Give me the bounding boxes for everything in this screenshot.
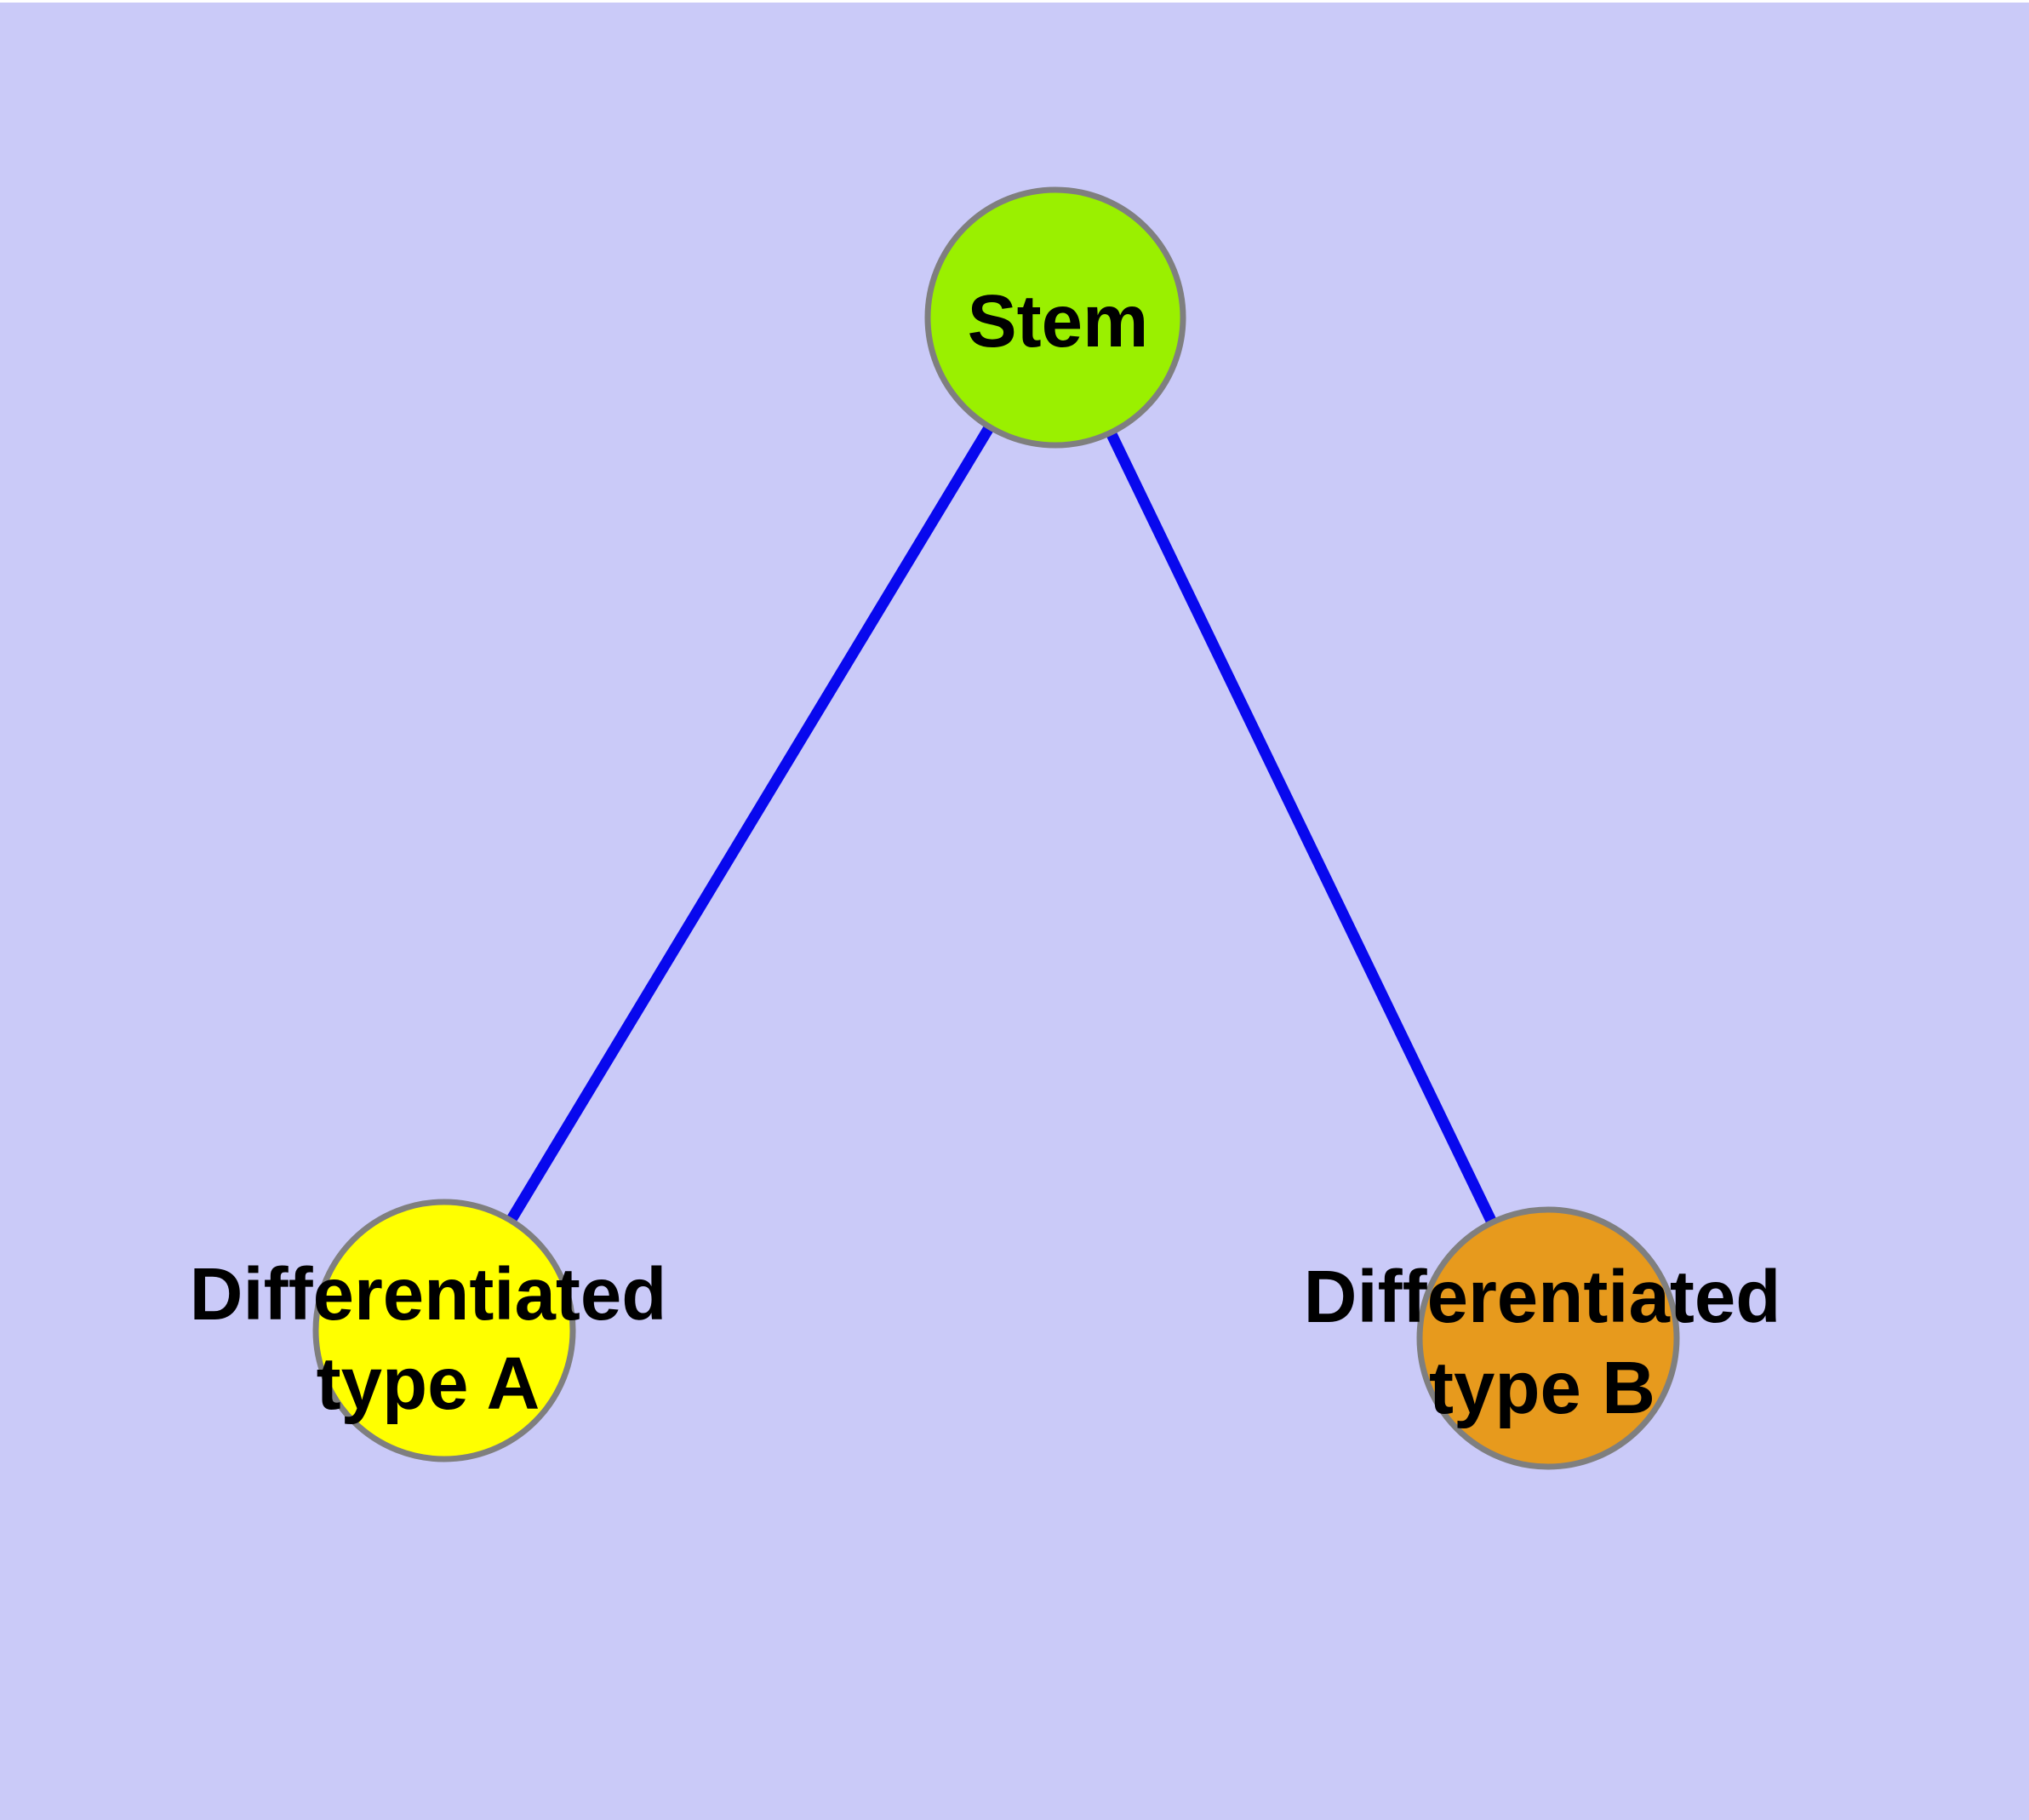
node-differentiated-type-a <box>312 1199 576 1462</box>
node-differentiated-type-b <box>1416 1206 1680 1470</box>
node-differentiated-type-a-label-line1: Differentiated <box>190 1253 667 1336</box>
node-differentiated-type-b-label-line2: type B <box>1429 1347 1655 1429</box>
edge-stem-to-diff-a <box>506 423 995 1224</box>
node-stem <box>924 186 1186 449</box>
node-stem-label: Stem <box>968 280 1149 363</box>
node-differentiated-type-b-label-line1: Differentiated <box>1304 1256 1781 1338</box>
edge-stem-to-diff-b <box>1106 430 1497 1225</box>
node-differentiated-type-a-label-line2: type A <box>317 1342 540 1425</box>
